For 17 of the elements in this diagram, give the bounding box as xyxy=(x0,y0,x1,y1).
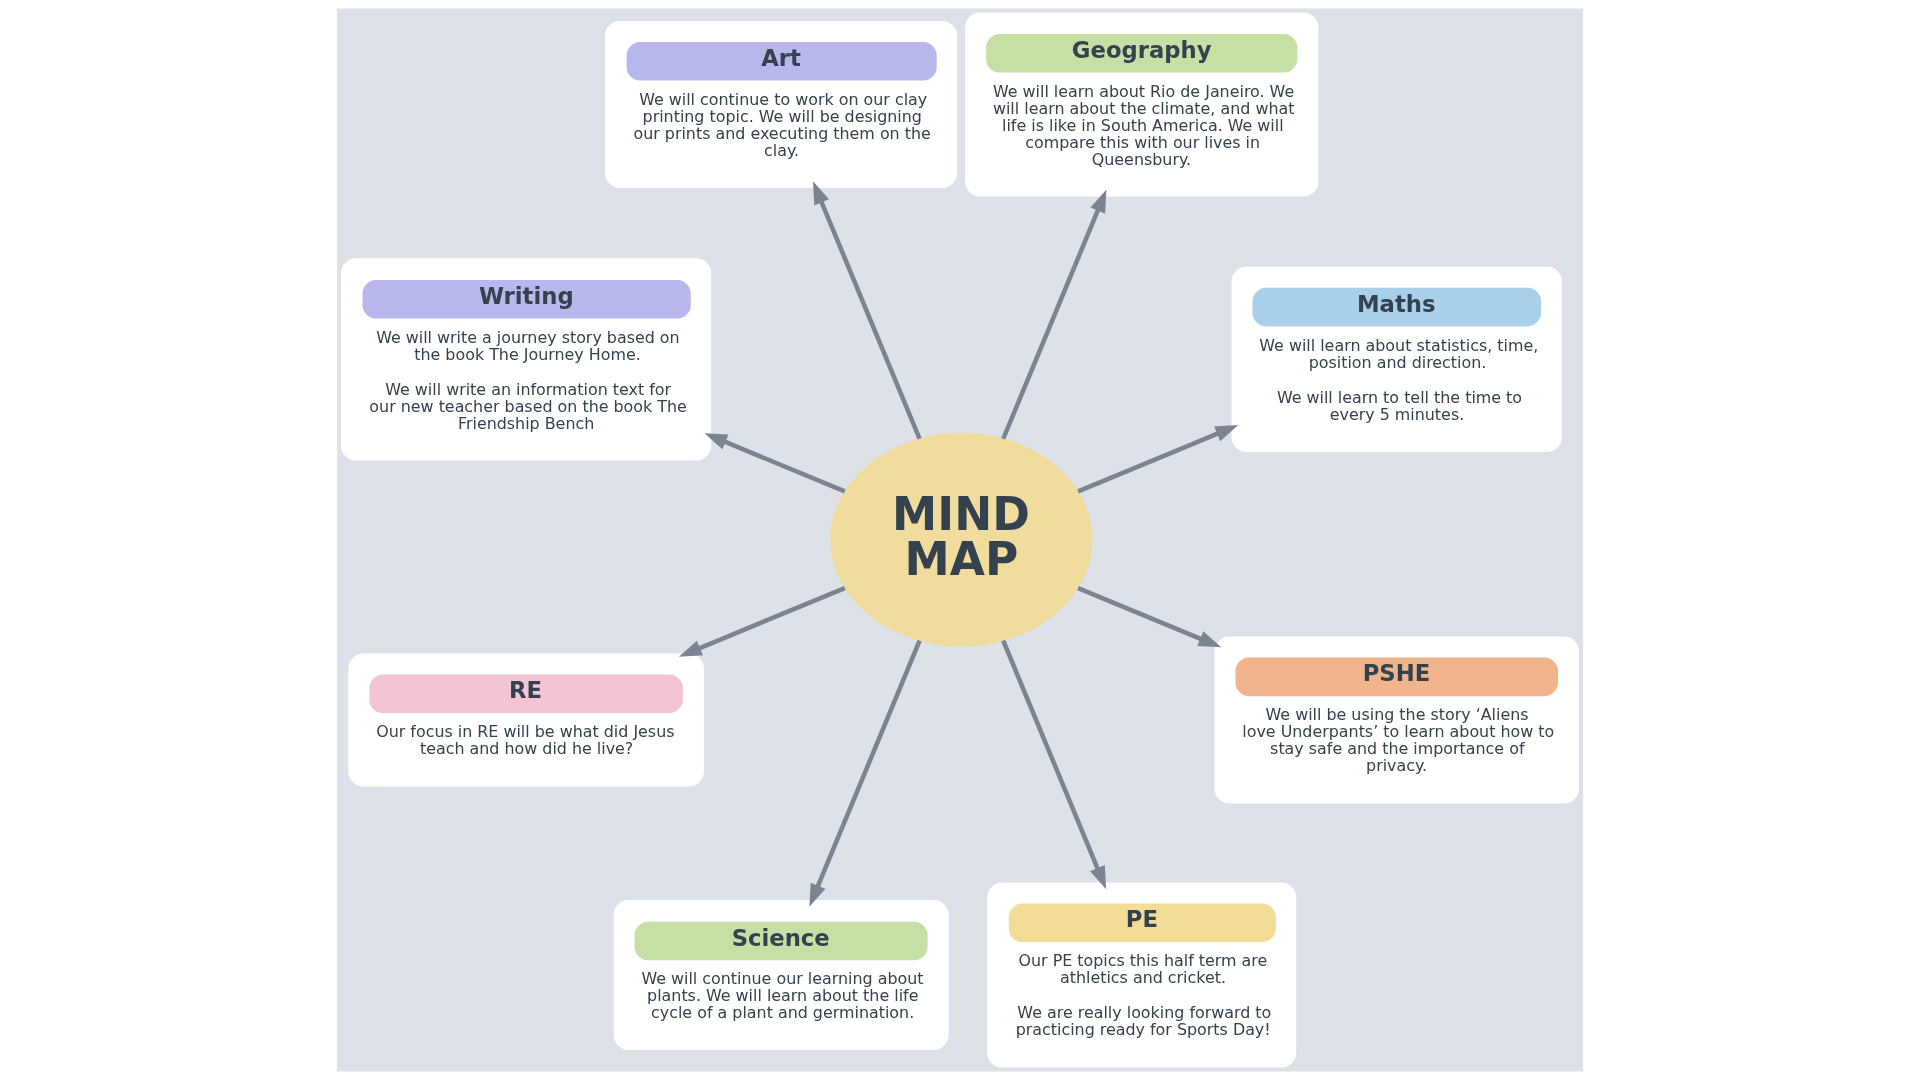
arrow xyxy=(1077,585,1222,648)
arrow xyxy=(1077,425,1239,494)
node-box: PSHE We will be using the story ‘Aliens love Underpants’ to learn about how to stay safe and the importance of privacy. xyxy=(1214,636,1580,804)
arrow xyxy=(1001,639,1107,890)
arrow xyxy=(678,585,846,657)
arrow xyxy=(812,181,922,440)
node-box: Art We will continue to work on our clay printing topic. We will be designing our prints and executing them on the clay. xyxy=(605,20,958,188)
arrow xyxy=(704,433,846,494)
node-box: Geography We will learn about Rio de Janeiro. We will learn about the climate, and what life is like in South America. We will compare this with our lives in Queensbury. xyxy=(965,12,1319,197)
arrow xyxy=(1001,189,1107,440)
node-box: Maths We will learn about statistics, time, position and direction. We will learn to tell the time to every 5 minutes. xyxy=(1231,266,1562,452)
node-box: RE Our focus in RE will be what did Jesus teach and how did he live? xyxy=(348,653,704,787)
node-box: Science We will continue our learning about plants. We will learn about the life cycle of a plant and germination. xyxy=(613,900,949,1050)
node-ellipse: MIND MAP xyxy=(830,432,1093,647)
arrow xyxy=(809,639,922,907)
node-box: Writing We will write a journey story based on the book The Journey Home. We will write an information text for our new teacher based on the book The Friendship Bench xyxy=(340,258,712,461)
node-box: PE Our PE topics this half term are athletics and cricket. We are really looking forward to practicing ready for Sports Day! xyxy=(987,882,1297,1068)
